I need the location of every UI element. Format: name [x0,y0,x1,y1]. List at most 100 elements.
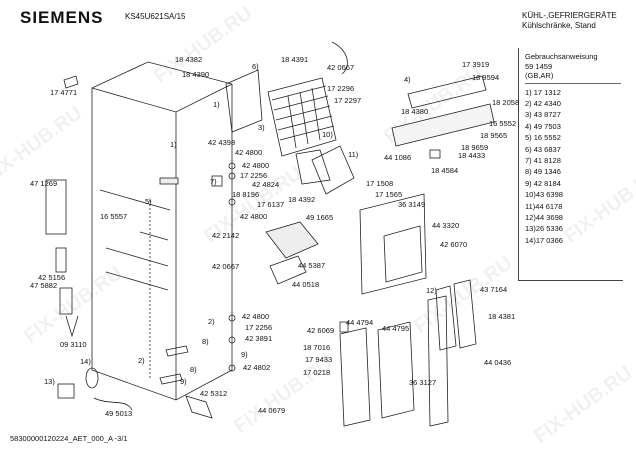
legend-doc-number: 59 1459 [525,61,553,71]
part-label: 17 2256 [245,323,273,332]
part-label: 18 4391 [281,55,309,64]
legend-item: 8) 49 1346 [525,167,561,177]
drain-tray [265,221,319,259]
light-housing [407,75,487,109]
callout: 9) [241,350,248,359]
callout: 6) [252,62,259,71]
legend-item: 10)43 6398 [525,190,563,200]
part-label: 42 4800 [240,212,268,221]
part-label: 44 4795 [382,324,410,333]
part-label: 18 9659 [461,143,489,152]
part-label: 18 7016 [303,343,331,352]
legend-item: 4) 49 7503 [525,121,561,131]
part-label: 44 5387 [298,261,326,270]
part-label: 42 4800 [242,161,270,170]
part-label: 42 3891 [245,334,273,343]
callout: 1) [170,140,177,149]
document-id: 58300000120224_AET_000_A -3/1 [10,434,128,443]
part-label: 42 5156 [38,273,66,282]
legend-item: 1) 17 1312 [525,87,561,97]
part-label: 47 5882 [30,281,58,290]
part-label: 42 0667 [212,262,240,271]
callout: 8) [190,365,197,374]
legend-panel-frame [518,48,623,281]
fan-cover [311,145,355,195]
part-label: 18 4584 [431,166,459,175]
part-label: 17 0218 [303,368,331,377]
part-label: 18 4392 [288,195,316,204]
part-label: 18 4382 [175,55,203,64]
part-label: 09 3110 [60,340,87,349]
legend-languages: (GB,AR) [525,71,554,80]
part-label: 17 3919 [462,60,490,69]
part-label: 42 6069 [307,326,335,335]
legend-item: 2) 42 4340 [525,98,561,108]
legend-item: 11)44 6178 [525,201,563,211]
part-label: 49 1665 [306,213,334,222]
part-label: 17 2256 [240,171,268,180]
callout: 5) [145,197,152,206]
air-duct [391,103,495,147]
legend-item: 5) 16 5552 [525,133,561,143]
hinge-cover [63,75,79,89]
part-label: 17 1565 [375,190,403,199]
category-subtitle: Kühlschränke, Stand [522,21,596,30]
part-label: 36 3127 [409,378,437,387]
brand-logo: SIEMENS [20,8,104,27]
part-label: 17 6137 [257,200,285,209]
part-label: 18 4380 [401,107,429,116]
legend-title: Gebrauchsanweisung [525,52,598,61]
legend-item: 7) 41 8128 [525,155,561,165]
door-channel [427,295,449,427]
legend-item: 9) 42 8184 [525,178,561,188]
fridge-cabinet [91,61,233,401]
part-label: 44 1086 [384,153,412,162]
callout: 4) [404,75,411,84]
part-label: 44 0518 [292,280,320,289]
part-label: 42 6070 [440,240,468,249]
evaporator [267,77,337,157]
legend-item: 12)44 3698 [525,212,563,222]
evaporator-cover [225,69,263,133]
part-label: 44 0679 [258,406,286,415]
door-channel [339,327,371,427]
callout: 2) [138,356,145,365]
callout: 3) [258,123,265,132]
legend-divider [525,82,621,84]
legend-item: 14)17 0366 [525,235,563,245]
callout: 14) [80,357,91,366]
callout: 12) [426,286,437,295]
part-label: 16 5552 [489,119,517,128]
part-label: 42 4802 [243,363,271,372]
part-label: 44 0436 [484,358,512,367]
switch [429,149,441,159]
part-label: 42 4398 [208,138,236,147]
part-label: 43 7164 [480,285,508,294]
part-label: 42 4824 [252,180,280,189]
part-label: 36 3149 [398,200,426,209]
part-label: 44 4794 [346,318,374,327]
part-label: 18 9565 [480,131,508,140]
part-label: 18 8196 [232,190,260,199]
part-label: 17 1508 [366,179,394,188]
part-label: 42 4800 [242,312,270,321]
part-label: 49 5013 [105,409,133,418]
part-label: 42 2142 [212,231,240,240]
callout: 8) [202,337,209,346]
part-label: 42 5312 [200,389,228,398]
part-label: 47 1269 [30,179,58,188]
model-number: KS45U621SA/15 [125,12,186,21]
part-label: 42 0667 [327,63,355,72]
door-gasket [45,179,67,235]
relay [57,383,75,399]
part-label: 17 2296 [327,84,355,93]
part-label: 44 3320 [432,221,460,230]
part-label: 18 2058 [492,98,520,107]
rear-panel [359,193,427,295]
part-label: 42 4800 [235,148,263,157]
door-shelf [453,279,477,349]
callout: 13) [44,377,55,386]
part-label: 18 4381 [488,312,516,321]
category-title: KÜHL-,GEFRIERGERÄTE [522,11,617,20]
legend-item: 6) 43 6837 [525,144,561,154]
